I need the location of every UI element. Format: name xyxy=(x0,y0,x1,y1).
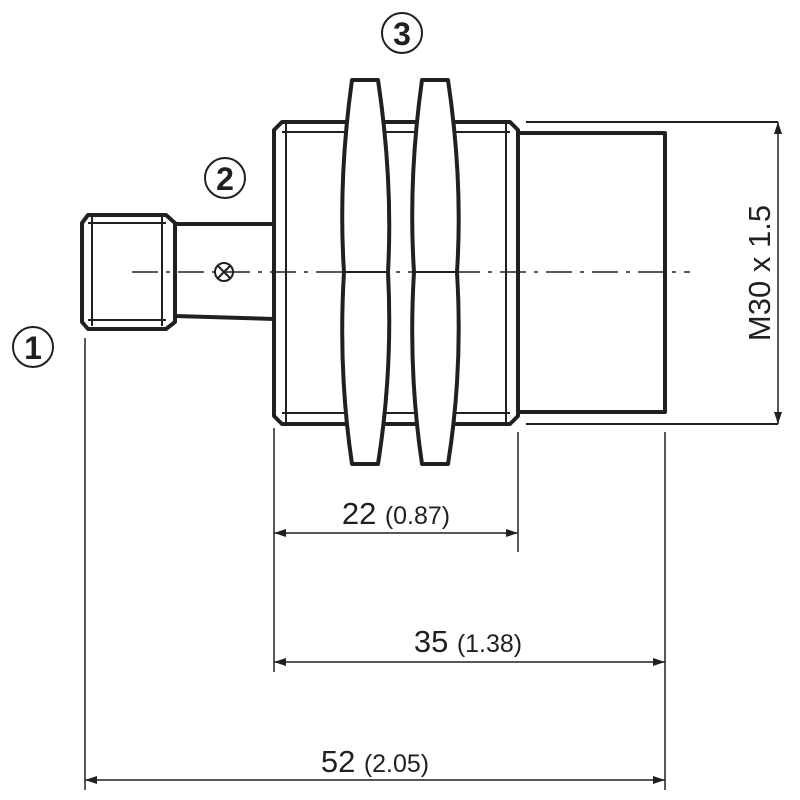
dimension-35-label: 35 (1.38) xyxy=(414,624,522,659)
threaded-body xyxy=(272,120,520,426)
callout-3-number: 3 xyxy=(393,16,411,52)
dimension-22-label: 22 (0.87) xyxy=(342,496,450,531)
dimension-35-mm: 35 xyxy=(414,624,448,659)
dimension-22-inch: (0.87) xyxy=(385,502,450,530)
callout-3: 3 xyxy=(381,12,423,54)
dimension-52-inch: (2.05) xyxy=(364,750,429,778)
dimension-52-mm: 52 xyxy=(321,744,355,779)
callout-2: 2 xyxy=(204,157,246,199)
callout-1-number: 1 xyxy=(24,330,42,366)
mounting-nut xyxy=(410,78,461,466)
callout-2-number: 2 xyxy=(216,161,234,197)
callout-1: 1 xyxy=(12,326,54,368)
thread-size-label: M30 x 1.5 xyxy=(742,205,777,341)
sensor-rear-body xyxy=(516,121,778,425)
connector-shaft xyxy=(80,213,276,331)
extension-lines xyxy=(84,338,666,790)
dimension-35-inch: (1.38) xyxy=(457,630,522,658)
dimension-22-mm: 22 xyxy=(342,496,376,531)
dimension-52-label: 52 (2.05) xyxy=(321,744,429,779)
